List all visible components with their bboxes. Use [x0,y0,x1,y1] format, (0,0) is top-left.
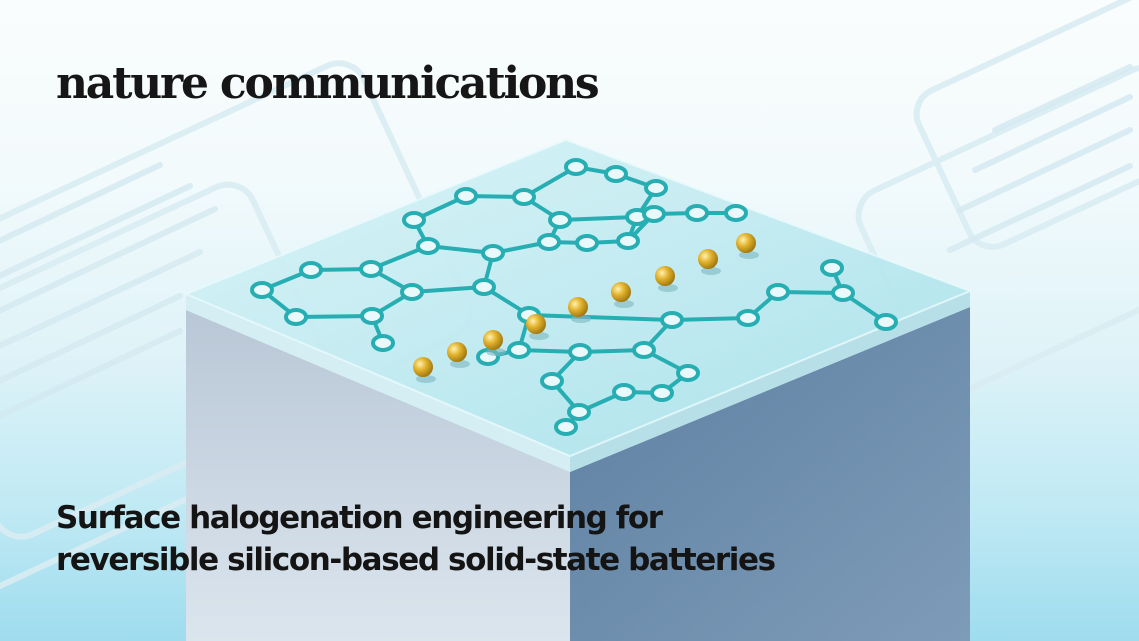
network-atom [554,418,578,436]
network-atom [416,237,440,255]
gold-atom [611,282,631,302]
network-atom [766,283,790,301]
gold-atom-shadow [614,300,634,308]
network-atom [284,308,308,326]
network-atom [481,244,505,262]
network-atom [402,211,426,229]
network-atom [616,232,640,250]
network-atom [564,158,588,176]
gold-atom-shadow [571,315,591,323]
network-atom [575,234,599,252]
network-atom [371,334,395,352]
network-atom [548,211,572,229]
cube-right-face [570,307,970,641]
network-atom [676,364,700,382]
network-atom [454,187,478,205]
network-atom [644,179,668,197]
headline-line-1: Surface halogenation engineering for [56,500,663,536]
network-atom [660,311,684,329]
network-bond [410,285,486,294]
network-atom [642,205,666,223]
gold-atom-shadow [450,360,470,368]
network-atom [685,204,709,222]
background-stripes [0,64,1133,419]
gold-atom [483,330,503,350]
network-atom [874,313,898,331]
network-atom [400,283,424,301]
glass-slab-side-left [186,294,570,472]
network-atom [472,278,496,296]
network-atom [250,281,274,299]
gold-atom [526,314,546,334]
article-headline: Surface halogenation engineering for rev… [56,497,776,581]
network-atom [724,204,748,222]
gold-atom-shadow [658,284,678,292]
gold-atom [698,249,718,269]
headline-line-2: reversible silicon-based solid-state bat… [56,542,776,578]
network-atom [359,260,383,278]
network-atom [299,261,323,279]
network-atom [820,259,844,277]
gold-atom [447,342,467,362]
gold-atom-shadow [739,251,759,259]
network-atom [360,307,384,325]
network-atom [512,188,536,206]
gold-atom [736,233,756,253]
cube-left-face [186,310,570,641]
network-atom [567,403,591,421]
network-atom [632,341,656,359]
network-atom [604,165,628,183]
network-atom [507,341,531,359]
gold-atom-shadow [701,267,721,275]
glass-slab-side-right [570,291,970,472]
network-bond [294,314,374,319]
gold-atom-shadow [416,375,436,383]
gold-atom [655,266,675,286]
network-atom [540,372,564,390]
network-atom [650,384,674,402]
network-atom [568,343,592,361]
network-bond [527,313,674,322]
network-atom [736,309,760,327]
gold-atom-shadow [486,348,506,356]
network-atom [537,233,561,251]
network-bond [558,215,639,222]
gold-atom-shadow [529,332,549,340]
gold-atom [568,297,588,317]
gold-atom [413,357,433,377]
journal-title: nature communications [56,58,600,109]
gold-atom-chain [413,233,759,383]
network-atom [831,284,855,302]
network-bond [670,316,750,322]
network-atom [612,383,636,401]
